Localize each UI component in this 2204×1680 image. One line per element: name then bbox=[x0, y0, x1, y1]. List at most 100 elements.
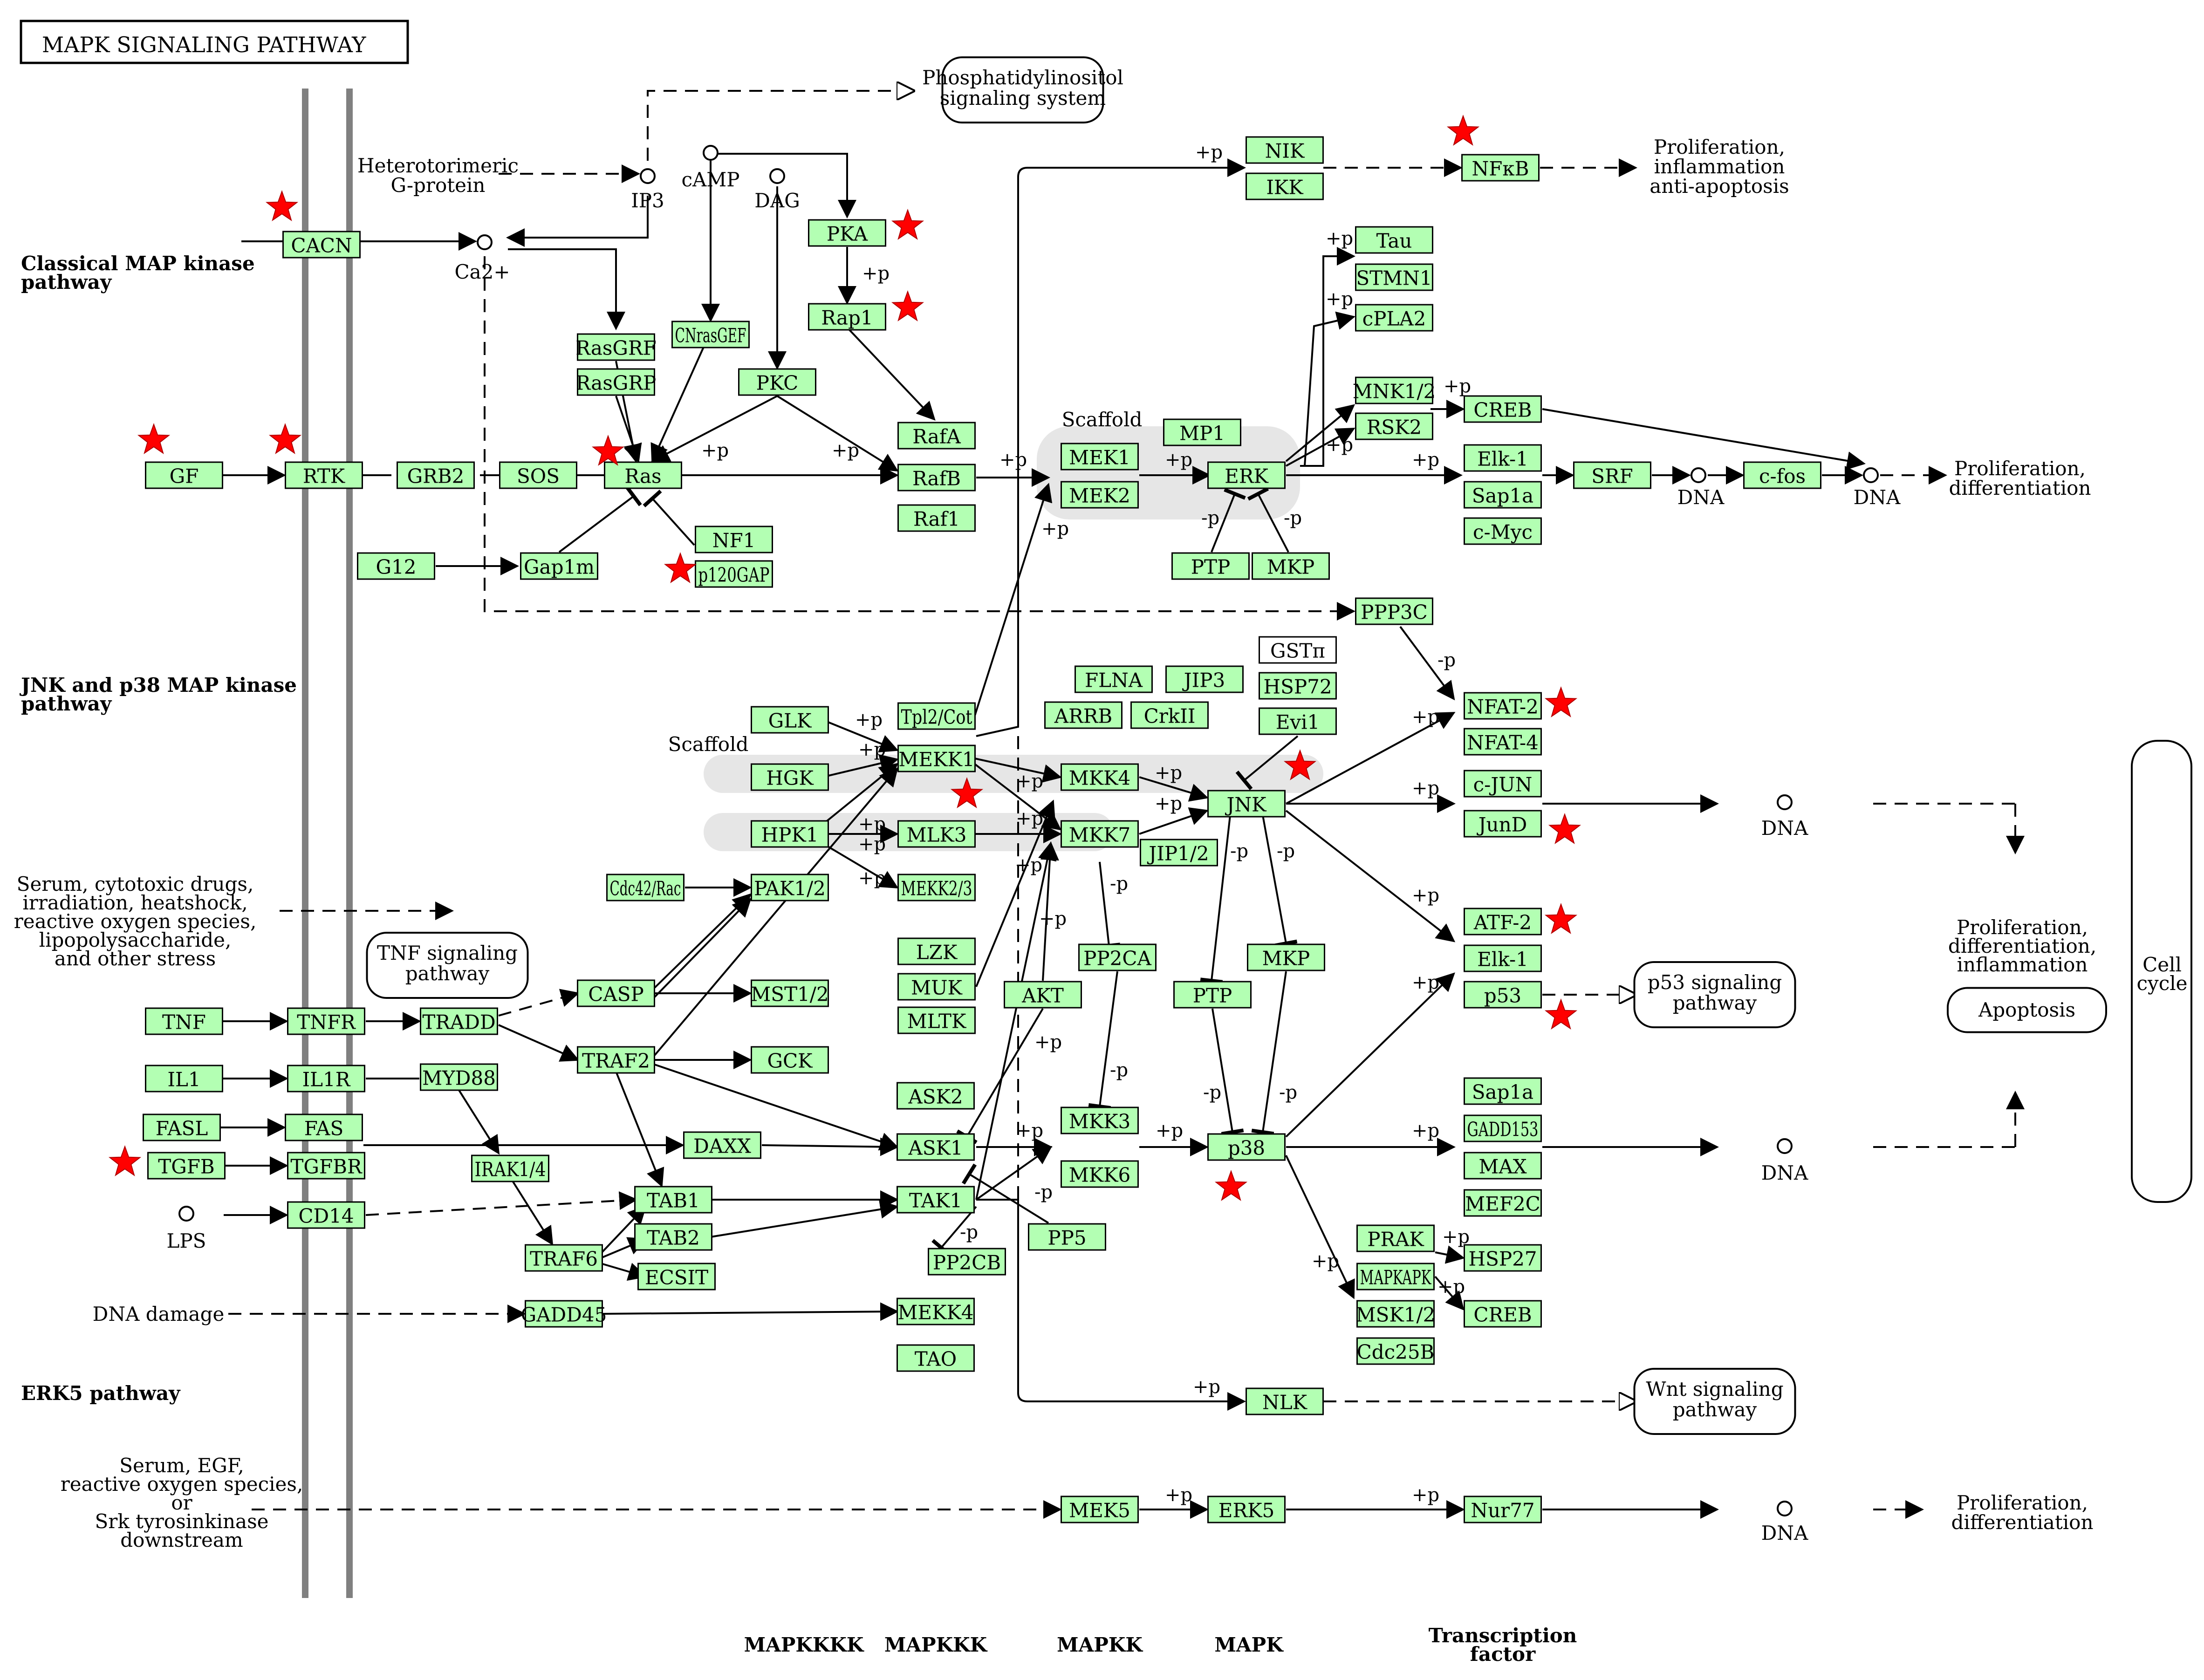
gene-node-sap1a2[interactable]: Sap1a bbox=[1464, 1077, 1542, 1105]
gene-node-tnfr[interactable]: TNFR bbox=[287, 1007, 365, 1035]
gene-node-lzk[interactable]: LZK bbox=[897, 937, 976, 965]
gene-node-mek2[interactable]: MEK2 bbox=[1061, 481, 1139, 509]
gene-node-nfkb[interactable]: NFκB bbox=[1461, 154, 1540, 182]
gene-node-jip12[interactable]: JIP1/2 bbox=[1140, 839, 1218, 867]
gene-node-glk[interactable]: GLK bbox=[751, 706, 829, 734]
gene-node-mkk6[interactable]: MKK6 bbox=[1061, 1160, 1139, 1188]
gene-node-mkp1[interactable]: MKP bbox=[1252, 552, 1330, 580]
gene-node-nfat2[interactable]: NFAT-2 bbox=[1464, 692, 1542, 720]
gene-node-jund[interactable]: JunD bbox=[1464, 810, 1542, 838]
gene-node-il1r[interactable]: IL1R bbox=[287, 1065, 365, 1093]
gene-node-cpla2[interactable]: cPLA2 bbox=[1355, 304, 1433, 332]
gene-node-pak12[interactable]: PAK1/2 bbox=[751, 874, 829, 901]
gene-node-grb2[interactable]: GRB2 bbox=[397, 461, 475, 489]
gene-node-tab1[interactable]: TAB1 bbox=[634, 1186, 712, 1214]
gene-node-mekk4[interactable]: MEKK4 bbox=[897, 1298, 975, 1325]
gene-node-pp2cb[interactable]: PP2CB bbox=[928, 1248, 1006, 1276]
gene-node-mek1[interactable]: MEK1 bbox=[1061, 443, 1139, 471]
gene-node-mekk23[interactable]: MEKK2/3 bbox=[897, 874, 976, 901]
gene-node-tgfbr[interactable]: TGFBR bbox=[287, 1152, 365, 1180]
gene-node-daxx[interactable]: DAXX bbox=[683, 1131, 761, 1159]
gene-node-ppp3c[interactable]: PPP3C bbox=[1355, 597, 1433, 625]
gene-node-mkk4[interactable]: MKK4 bbox=[1061, 763, 1139, 791]
gene-node-evi1[interactable]: Evi1 bbox=[1259, 707, 1337, 735]
gene-node-ptp1[interactable]: PTP bbox=[1171, 552, 1250, 580]
gene-node-rtk[interactable]: RTK bbox=[285, 461, 363, 489]
gene-node-cdc25b[interactable]: Cdc25B bbox=[1356, 1337, 1435, 1365]
gene-node-ask1[interactable]: ASK1 bbox=[897, 1133, 975, 1161]
gene-node-p120gap[interactable]: p120GAP bbox=[695, 560, 773, 588]
gene-node-gstpi[interactable]: GSTπ bbox=[1259, 636, 1337, 664]
gene-node-elk1a[interactable]: Elk-1 bbox=[1464, 444, 1542, 472]
gene-node-traf2[interactable]: TRAF2 bbox=[577, 1046, 655, 1074]
gene-node-mlk3[interactable]: MLK3 bbox=[897, 820, 976, 848]
gene-node-rasgrf[interactable]: RasGRF bbox=[575, 333, 657, 361]
gene-node-nlk[interactable]: NLK bbox=[1246, 1387, 1324, 1415]
gene-node-nur77[interactable]: Nur77 bbox=[1464, 1496, 1542, 1523]
gene-node-tau[interactable]: Tau bbox=[1355, 226, 1433, 254]
gene-node-ptp2[interactable]: PTP bbox=[1173, 981, 1252, 1009]
gene-node-ecsit[interactable]: ECSIT bbox=[637, 1263, 716, 1291]
gene-node-p53[interactable]: p53 bbox=[1464, 981, 1542, 1009]
gene-node-traf6[interactable]: TRAF6 bbox=[525, 1244, 603, 1272]
gene-node-tgfb[interactable]: TGFB bbox=[147, 1152, 226, 1180]
gene-node-stmn1[interactable]: STMN1 bbox=[1355, 263, 1433, 291]
gene-node-ask2[interactable]: ASK2 bbox=[897, 1082, 975, 1110]
gene-node-mkk7[interactable]: MKK7 bbox=[1061, 820, 1139, 848]
gene-node-pkc[interactable]: PKC bbox=[738, 368, 816, 396]
gene-node-erk[interactable]: ERK bbox=[1207, 461, 1286, 489]
gene-node-flna[interactable]: FLNA bbox=[1075, 665, 1153, 693]
gene-node-tab2[interactable]: TAB2 bbox=[634, 1223, 712, 1251]
gene-node-atf2[interactable]: ATF-2 bbox=[1464, 908, 1542, 936]
gene-node-mltk[interactable]: MLTK bbox=[897, 1006, 976, 1034]
gene-node-jip3[interactable]: JIP3 bbox=[1165, 665, 1244, 693]
gene-node-hpk1[interactable]: HPK1 bbox=[751, 820, 829, 848]
gene-node-tnf[interactable]: TNF bbox=[145, 1007, 223, 1035]
pathway-link-apoptosis[interactable]: Apoptosis bbox=[1947, 987, 2107, 1033]
gene-node-hsp27[interactable]: HSP27 bbox=[1464, 1244, 1542, 1272]
gene-node-erk5[interactable]: ERK5 bbox=[1207, 1496, 1286, 1523]
gene-node-tpl2cot[interactable]: Tpl2/Cot bbox=[897, 702, 976, 730]
gene-node-tak1[interactable]: TAK1 bbox=[897, 1186, 975, 1214]
gene-node-jnk[interactable]: JNK bbox=[1207, 790, 1286, 818]
gene-node-mapkapk[interactable]: MAPKAPK bbox=[1356, 1263, 1435, 1291]
gene-node-tradd[interactable]: TRADD bbox=[420, 1007, 498, 1035]
gene-node-arrb[interactable]: ARRB bbox=[1044, 701, 1123, 729]
gene-node-max[interactable]: MAX bbox=[1464, 1152, 1542, 1180]
gene-node-akt[interactable]: AKT bbox=[1004, 981, 1082, 1009]
gene-node-gadd153[interactable]: GADD153 bbox=[1464, 1114, 1542, 1142]
gene-node-pp2ca[interactable]: PP2CA bbox=[1078, 943, 1157, 971]
gene-node-mkp2[interactable]: MKP bbox=[1247, 943, 1325, 971]
gene-node-casp[interactable]: CASP bbox=[577, 979, 655, 1007]
gene-node-mst12[interactable]: MST1/2 bbox=[751, 979, 829, 1007]
gene-node-elk1b[interactable]: Elk-1 bbox=[1464, 944, 1542, 972]
gene-node-gap1m[interactable]: Gap1m bbox=[520, 552, 598, 580]
gene-node-il1[interactable]: IL1 bbox=[145, 1065, 223, 1093]
gene-node-crkii[interactable]: CrkII bbox=[1130, 701, 1209, 729]
gene-node-cjun[interactable]: c-JUN bbox=[1464, 770, 1542, 798]
gene-node-hgk[interactable]: HGK bbox=[751, 763, 829, 791]
gene-node-myd88[interactable]: MYD88 bbox=[420, 1063, 498, 1091]
gene-node-rafa[interactable]: RafA bbox=[897, 422, 976, 450]
gene-node-muk[interactable]: MUK bbox=[897, 973, 976, 1001]
gene-node-cmyc[interactable]: c-Myc bbox=[1464, 517, 1542, 545]
gene-node-raf1[interactable]: Raf1 bbox=[897, 504, 976, 532]
gene-node-rap1[interactable]: Rap1 bbox=[808, 303, 886, 331]
gene-node-cnrasgef[interactable]: CNrasGEF bbox=[671, 321, 750, 348]
gene-node-creb1[interactable]: CREB bbox=[1464, 395, 1542, 423]
gene-node-tao[interactable]: TAO bbox=[897, 1344, 975, 1372]
gene-node-mnk12[interactable]: MNK1/2 bbox=[1353, 376, 1436, 404]
gene-node-p38[interactable]: p38 bbox=[1207, 1133, 1286, 1161]
gene-node-mek5[interactable]: MEK5 bbox=[1061, 1496, 1139, 1523]
gene-node-rafb[interactable]: RafB bbox=[897, 464, 976, 492]
gene-node-nik[interactable]: NIK bbox=[1246, 136, 1324, 164]
gene-node-gf[interactable]: GF bbox=[145, 461, 223, 489]
gene-node-nfat4[interactable]: NFAT-4 bbox=[1464, 728, 1542, 756]
gene-node-rsk2[interactable]: RSK2 bbox=[1355, 412, 1433, 440]
gene-node-rasgrp[interactable]: RasGRP bbox=[576, 368, 657, 396]
